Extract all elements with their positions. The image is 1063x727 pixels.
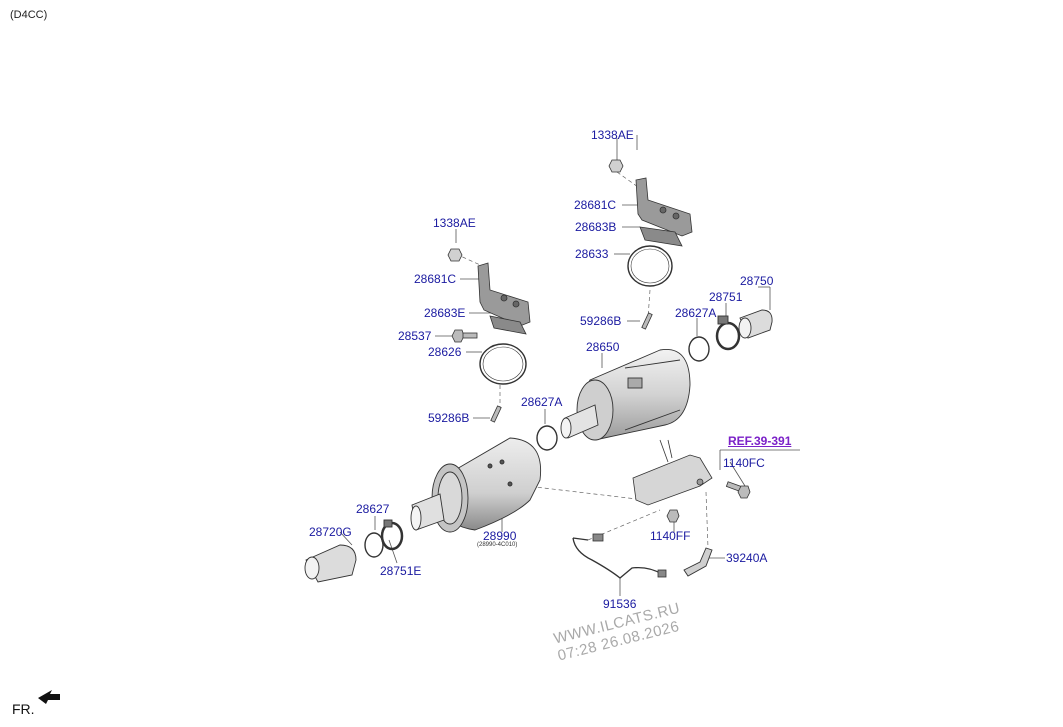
label-28683e[interactable]: 28683E: [424, 306, 466, 320]
label-28750[interactable]: 28750: [740, 274, 774, 288]
pad-left: [489, 315, 527, 335]
label-1338ae-top[interactable]: 1338AE: [591, 128, 634, 142]
label-1140fc[interactable]: 1140FC: [723, 456, 765, 470]
bracket-left: [477, 262, 531, 327]
label-28990-sub: (28990-4C010): [477, 542, 518, 548]
bolt-left: [490, 405, 502, 423]
connector-91536: [592, 533, 667, 578]
clamp-28751e: [380, 519, 404, 551]
label-28990[interactable]: 28990: [483, 529, 517, 543]
leader-lines: [339, 135, 800, 596]
clamp-top: [627, 245, 673, 287]
nut-left: [447, 248, 463, 262]
label-28650[interactable]: 28650: [586, 340, 620, 354]
front-direction-label: FR.: [12, 701, 35, 717]
hose-39240a: [683, 547, 713, 577]
label-39240a[interactable]: 39240A: [726, 551, 768, 565]
label-1140ff[interactable]: 1140FF: [650, 529, 691, 543]
label-28633[interactable]: 28633: [575, 247, 609, 261]
clamp-28751: [715, 315, 741, 351]
label-28683b[interactable]: 28683B: [575, 220, 617, 234]
engine-variant-code: (D4CC): [10, 9, 48, 21]
pad-top: [639, 226, 683, 247]
label-28751e[interactable]: 28751E: [380, 564, 422, 578]
sensor-bracket: [632, 439, 713, 506]
label-28626[interactable]: 28626: [428, 345, 462, 359]
label-28627a-mid[interactable]: 28627A: [521, 395, 563, 409]
bolt-28537: [451, 329, 478, 343]
nut-top: [608, 159, 624, 173]
label-28681c-left[interactable]: 28681C: [414, 272, 457, 286]
label-28627a-top[interactable]: 28627A: [675, 306, 717, 320]
label-59286b-top[interactable]: 59286B: [580, 314, 622, 328]
label-1338ae-left[interactable]: 1338AE: [433, 216, 476, 230]
bracket-top: [635, 177, 693, 237]
pipe-28720g: [304, 544, 357, 583]
gasket-middle: [536, 425, 558, 451]
label-28627[interactable]: 28627: [356, 502, 390, 516]
wire-91536: [572, 537, 663, 579]
label-28537[interactable]: 28537: [398, 329, 432, 343]
bolt-1140ff: [666, 509, 680, 523]
label-59286b-left[interactable]: 59286B: [428, 411, 470, 425]
label-91536[interactable]: 91536: [603, 597, 637, 611]
pipe-28750: [738, 309, 773, 339]
bolt-1140fc: [725, 481, 751, 499]
dpf-28990: [410, 437, 542, 533]
gasket-28627: [364, 532, 384, 558]
catalyst-28650: [560, 349, 691, 441]
label-28681c-top[interactable]: 28681C: [574, 198, 617, 212]
label-28751-top[interactable]: 28751: [709, 290, 743, 304]
gasket-upper: [688, 336, 710, 362]
front-arrow-icon: [38, 690, 60, 704]
label-28720g[interactable]: 28720G: [309, 525, 352, 539]
ref-link-39-391[interactable]: REF.39-391: [728, 434, 792, 448]
bolt-top: [641, 312, 653, 330]
clamp-left: [479, 343, 527, 385]
